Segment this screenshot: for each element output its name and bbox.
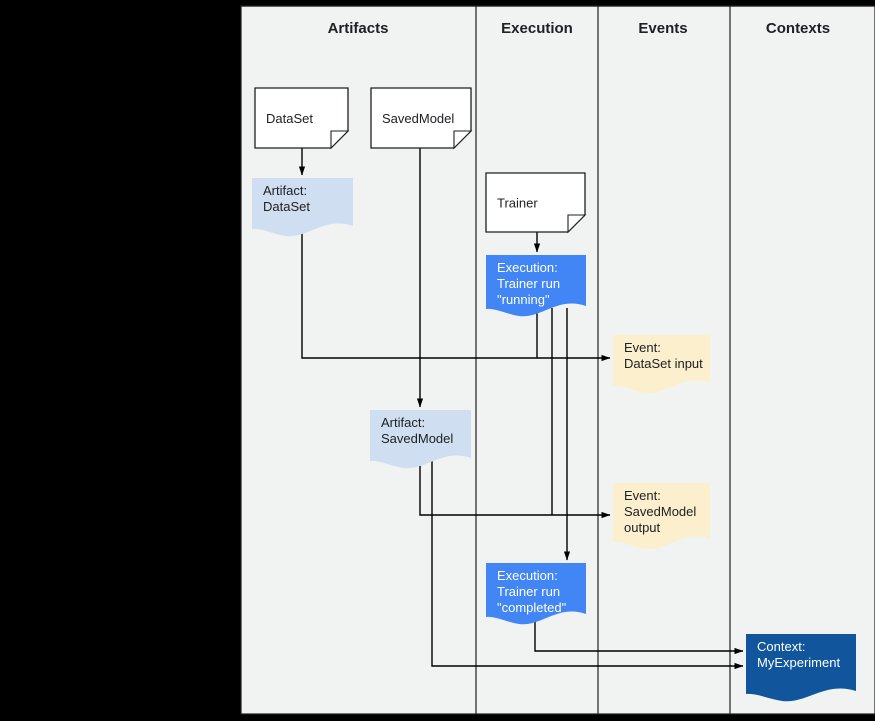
node-label-execution-running-line-1: Trainer run [497,276,560,291]
node-label-event-dataset-input-line-0: Event: [624,340,661,355]
lane-events: Events [597,6,688,714]
lane-artifacts: Artifacts [328,20,389,37]
lane-contexts: Contexts [729,6,830,714]
note-shape-event-savedmodel-output [613,483,710,550]
note-shape-context-myexperiment [746,634,856,702]
node-artifact-dataset[interactable]: Artifact:DataSet [252,178,353,237]
node-event-dataset-input[interactable]: Event:DataSet input [613,335,710,394]
connector-execution-completed-to-context [534,616,744,655]
node-label-execution-completed-line-1: Trainer run [497,584,560,599]
note-shape-artifact-savedmodel [370,410,471,469]
note-shape-event-dataset-input [613,335,710,394]
note-shape-artifact-dataset [252,178,353,237]
document-fold-icon [567,214,587,234]
connector-artifact-savedmodel-to-event-output [419,459,611,519]
node-label-execution-running-line-0: Execution: [497,260,558,275]
node-label-context-myexperiment-line-1: MyExperiment [757,655,840,670]
lane-execution: Execution [475,6,573,714]
node-savedmodel-doc[interactable]: SavedModel [370,87,473,150]
lane-title-artifacts: Artifacts [328,20,389,37]
document-fold-icon [330,130,350,150]
connector-artifact-savedmodel-to-context [431,459,744,670]
note-shape-execution-completed [486,563,586,625]
node-label-event-dataset-input-line-1: DataSet input [624,356,703,371]
note-shape-execution-running [486,255,586,317]
node-label-trainer-doc-line-0: Trainer [497,196,538,211]
node-context-myexperiment[interactable]: Context:MyExperiment [746,634,856,702]
node-label-context-myexperiment-line-0: Context: [757,639,805,654]
node-label-artifact-savedmodel-line-0: Artifact: [381,415,425,430]
connections-group [298,148,744,670]
node-label-execution-running-line-2: "running" [497,292,550,307]
node-label-artifact-savedmodel-line-1: SavedModel [381,431,453,446]
node-label-execution-completed-line-2: "completed" [497,600,567,615]
document-fold-icon [453,130,473,150]
lane-title-contexts: Contexts [766,20,830,37]
node-label-event-savedmodel-output-line-0: Event: [624,488,661,503]
node-label-savedmodel-doc-line-0: SavedModel [382,111,454,126]
node-trainer-doc[interactable]: Trainer [485,172,587,234]
lane-title-events: Events [638,20,687,37]
node-label-execution-completed-line-0: Execution: [497,568,558,583]
node-label-event-savedmodel-output-line-2: output [624,520,661,535]
node-label-artifact-dataset-line-0: Artifact: [263,183,307,198]
lane-title-execution: Execution [501,20,573,37]
node-execution-running[interactable]: Execution:Trainer run"running" [486,255,586,317]
lane-group: Artifacts Execution Events Contexts [240,5,875,715]
node-label-event-savedmodel-output-line-1: SavedModel [624,504,696,519]
node-dataset-doc[interactable]: DataSet [254,87,350,150]
node-execution-completed[interactable]: Execution:Trainer run"completed" [486,563,586,625]
connector-artifact-dataset-to-event-input [301,228,611,362]
node-label-artifact-dataset-line-1: DataSet [263,199,310,214]
node-label-dataset-doc-line-0: DataSet [266,111,313,126]
node-artifact-savedmodel[interactable]: Artifact:SavedModel [370,410,471,469]
